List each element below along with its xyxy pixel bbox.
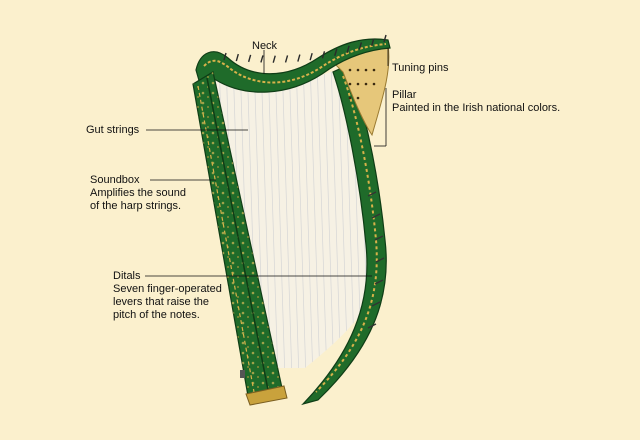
neck-label: Neck (252, 40, 277, 53)
pillar-label: Pillar (392, 89, 416, 102)
tuning-pin (298, 55, 300, 62)
tuning-pin (273, 56, 275, 63)
tuning-pin (236, 54, 238, 61)
pin-hole (357, 83, 360, 86)
pin-hole (365, 83, 368, 86)
tuning-pin (249, 55, 251, 62)
pin-hole (349, 83, 352, 86)
ditals-label: Ditals (113, 270, 141, 283)
pin-hole (373, 83, 376, 86)
pin-hole (349, 69, 352, 72)
pin-hole (373, 69, 376, 72)
pin-hole (365, 69, 368, 72)
pillar-description: Painted in the Irish national colors. (392, 102, 560, 115)
ditals-description-2: levers that raise the (113, 296, 209, 309)
pin-hole (349, 97, 352, 100)
tuning-pin (261, 55, 263, 62)
pin-hole (357, 69, 360, 72)
soundbox-description-2: of the harp strings. (90, 200, 181, 213)
tuning-pin (310, 53, 312, 60)
pin-hole (357, 97, 360, 100)
ditals-description-3: pitch of the notes. (113, 309, 200, 322)
tuning-pins-label: Tuning pins (392, 62, 448, 75)
soundbox-label: Soundbox (90, 174, 140, 187)
tuning-pin (286, 55, 288, 62)
soundbox-description-1: Amplifies the sound (90, 187, 186, 200)
gut-strings-label: Gut strings (86, 124, 139, 137)
ditals-description-1: Seven finger-operated (113, 283, 222, 296)
